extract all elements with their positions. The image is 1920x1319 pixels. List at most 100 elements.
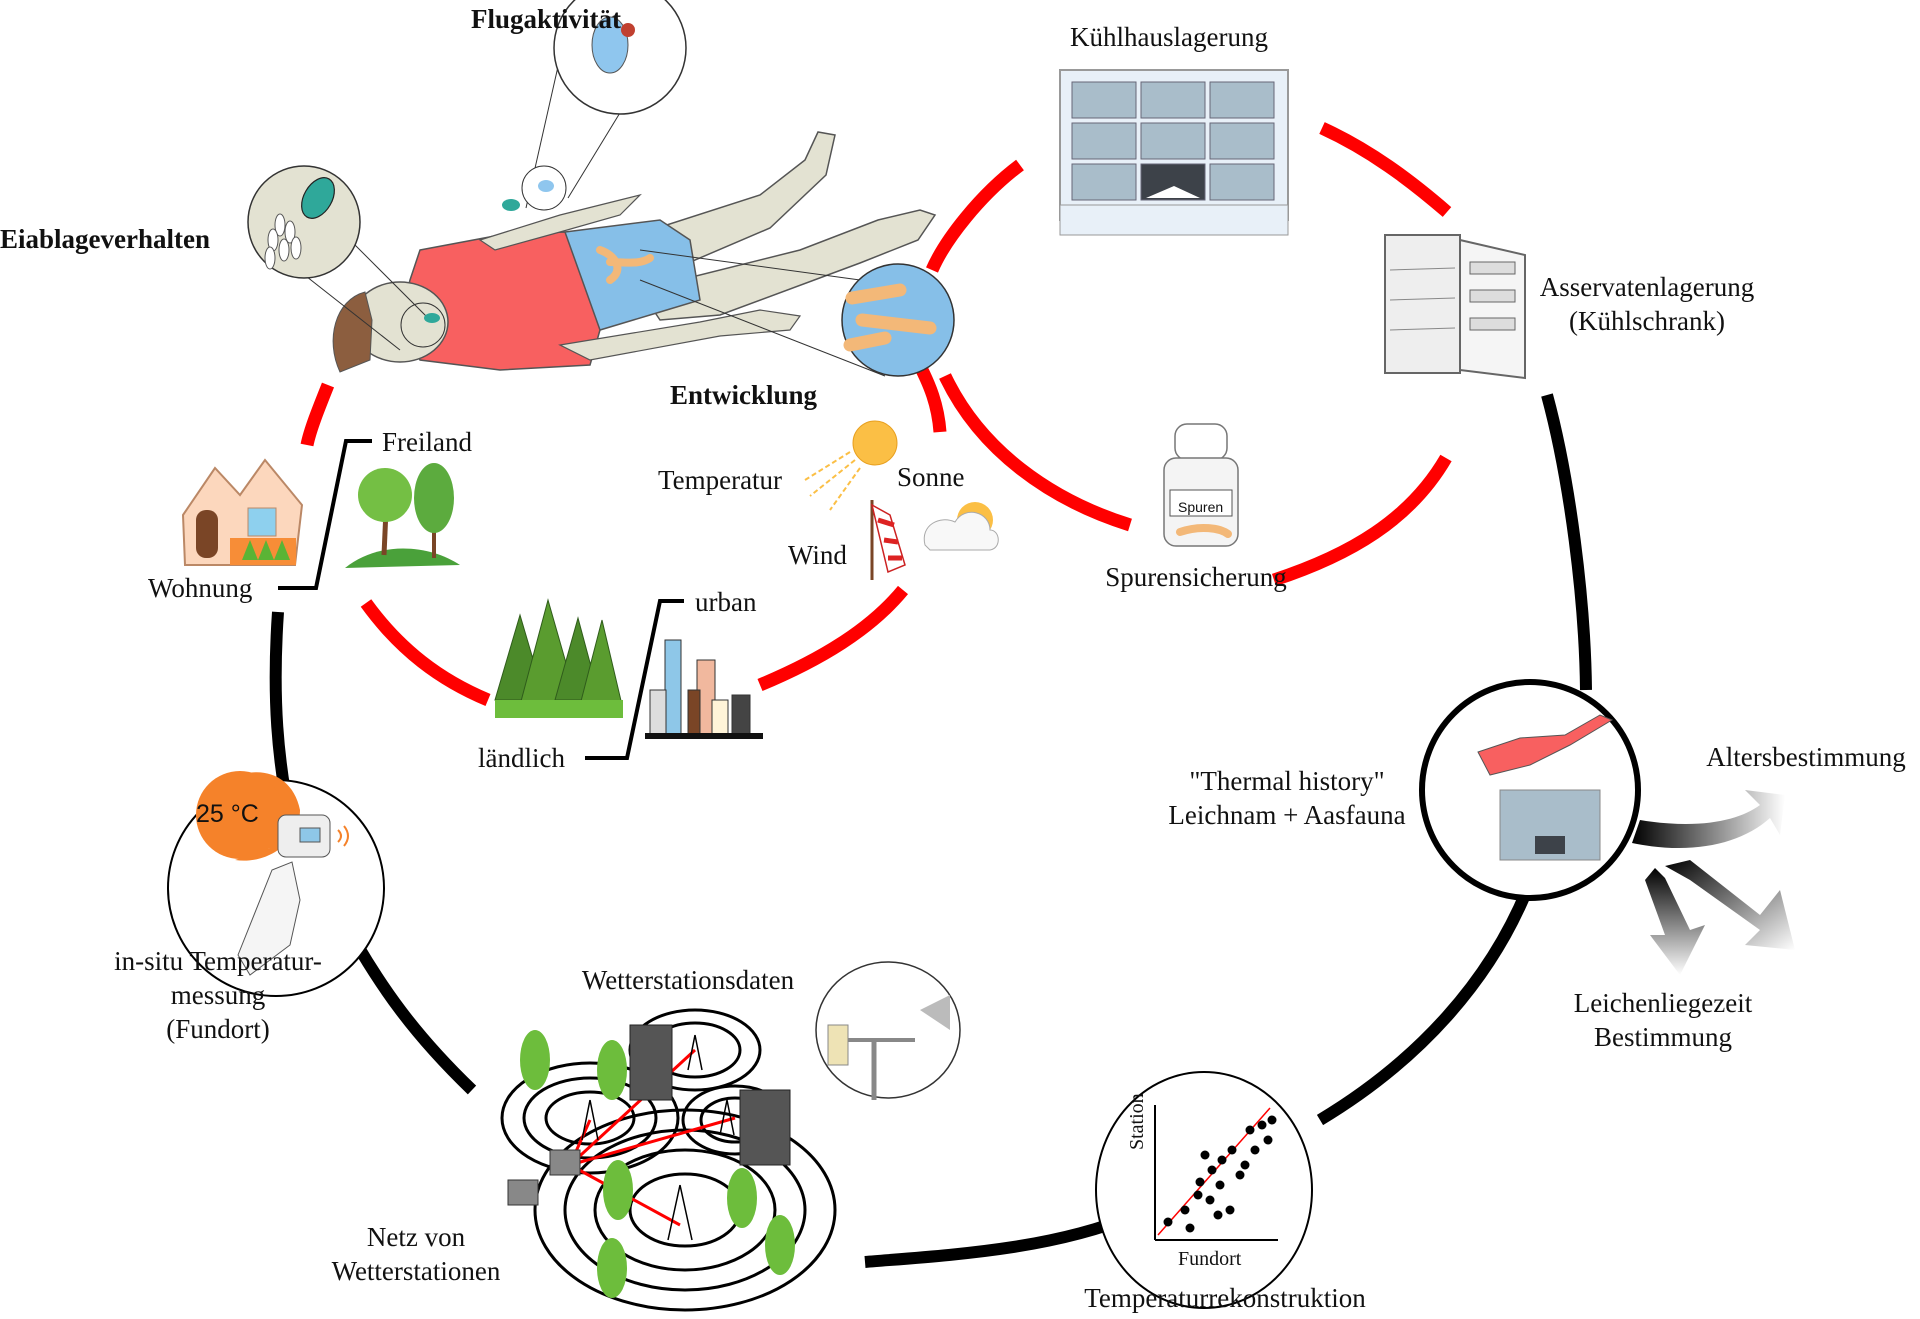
fridge-icon xyxy=(1384,234,1526,380)
weather-network-towers xyxy=(581,1034,735,1241)
scatter-point xyxy=(1235,1170,1245,1180)
red-arc xyxy=(926,159,1024,273)
label-trace-securing: Spurensicherung xyxy=(1105,562,1287,592)
zoom-line xyxy=(639,279,886,377)
label-development: Entwicklung xyxy=(670,380,818,410)
scatter-point xyxy=(1163,1217,1173,1227)
scatter-circle xyxy=(1095,1071,1313,1309)
label-thermal-history-1: "Thermal history" xyxy=(1189,766,1385,796)
thermometer-circle xyxy=(167,771,385,997)
body-illustration xyxy=(332,131,937,373)
scatter-point xyxy=(1193,1190,1203,1200)
label-insitu-2: messung xyxy=(170,980,266,1010)
red-arc xyxy=(939,373,1132,532)
city-icon xyxy=(645,639,763,739)
scatter-point xyxy=(1205,1195,1215,1205)
red-arc xyxy=(1319,122,1452,217)
arrow-pmi-down xyxy=(1645,868,1705,975)
black-arc-bottom xyxy=(864,1209,1138,1268)
label-temperature-reconstruction: Temperaturrekonstruktion xyxy=(1084,1283,1366,1313)
weather-network-buildings xyxy=(507,1024,791,1206)
fly-icon xyxy=(424,313,440,323)
scatter-point xyxy=(1257,1120,1267,1130)
label-sun: Sonne xyxy=(897,462,965,492)
scatter-points xyxy=(1163,1115,1277,1233)
label-outdoor: Freiland xyxy=(382,427,472,457)
cloud-icon xyxy=(923,502,999,551)
maggots-icon xyxy=(843,283,937,352)
label-urban: urban xyxy=(695,587,757,617)
thermal-history-circle xyxy=(1419,679,1641,901)
arrow-age xyxy=(1632,790,1785,849)
scatter-point xyxy=(1185,1223,1195,1233)
red-arc xyxy=(1271,454,1452,587)
scatter-point xyxy=(1215,1180,1225,1190)
arm-upper xyxy=(478,193,642,251)
mini-body xyxy=(1477,714,1614,776)
scatter-y-label: Station xyxy=(1126,1093,1148,1150)
cold-storage-icon xyxy=(1059,69,1289,236)
signal-waves xyxy=(337,825,349,847)
label-pmi-1: Leichenliegezeit xyxy=(1573,988,1753,1018)
leg-lower xyxy=(638,209,937,321)
head-zoom-circle xyxy=(400,302,446,348)
house-icon xyxy=(181,458,304,566)
red-arc xyxy=(912,358,947,433)
sun-icon xyxy=(804,420,898,511)
label-rural: ländlich xyxy=(478,743,565,773)
weather-station-circle xyxy=(815,961,961,1100)
outdoor-trees-icon xyxy=(345,463,460,568)
fly-eye-icon xyxy=(621,23,635,37)
label-cold-storage: Kühlhauslagerung xyxy=(1070,22,1268,52)
fly-icon xyxy=(538,180,554,192)
label-evidence-storage-2: (Kühlschrank) xyxy=(1569,306,1725,336)
speech-bubble-circle xyxy=(196,771,284,859)
development-zoom xyxy=(639,249,955,377)
red-arc xyxy=(300,382,335,447)
red-arc xyxy=(360,599,491,706)
label-thermal-history-2: Leichnam + Aasfauna xyxy=(1168,800,1406,830)
flight-zoom xyxy=(502,0,687,211)
scatter-point xyxy=(1245,1125,1255,1135)
black-arc-right xyxy=(1541,393,1592,691)
scatter-point xyxy=(1200,1150,1210,1160)
scatter-point xyxy=(1263,1135,1273,1145)
label-network-1: Netz von xyxy=(366,1222,466,1252)
weather-network-trees xyxy=(520,1030,795,1298)
label-age-determination: Altersbestimmung xyxy=(1706,742,1906,772)
label-evidence-storage-1: Asservatenlagerung xyxy=(1539,272,1755,302)
fly-icon xyxy=(301,177,335,219)
zoom-line xyxy=(639,249,861,281)
label-network-2: Wetterstationen xyxy=(331,1256,501,1286)
scatter-point xyxy=(1250,1145,1260,1155)
label-pmi-2: Bestimmung xyxy=(1593,1022,1733,1052)
scatter-x-label: Fundort xyxy=(1178,1248,1242,1270)
evidence-jar-icon xyxy=(1163,423,1239,547)
scatter-point xyxy=(1240,1160,1250,1170)
arrow-pmi-right xyxy=(1665,860,1795,950)
red-cycle-right xyxy=(926,122,1452,587)
label-station-data: Wetterstationsdaten xyxy=(581,965,795,995)
label-flight-activity: Flugaktivität xyxy=(471,4,622,34)
label-oviposition: Eiablageverhalten xyxy=(0,224,210,254)
location-connectors xyxy=(278,439,684,760)
eggs-icon xyxy=(264,213,302,270)
windsock-icon xyxy=(870,500,906,580)
scatter-point xyxy=(1225,1205,1235,1215)
outcome-arrows xyxy=(1632,790,1795,975)
scatter-point xyxy=(1267,1115,1277,1125)
scatter-point xyxy=(1207,1165,1217,1175)
scatter-point xyxy=(1213,1210,1223,1220)
jar-label: Spuren xyxy=(1178,499,1224,515)
label-temperature: Temperatur xyxy=(658,465,783,495)
label-indoor: Wohnung xyxy=(148,573,253,603)
scatter-point xyxy=(1195,1177,1205,1187)
maggots xyxy=(596,246,654,284)
label-insitu-3: (Fundort) xyxy=(166,1014,270,1044)
forest-icon xyxy=(494,598,623,718)
oviposition-zoom xyxy=(247,165,446,351)
label-wind: Wind xyxy=(788,540,847,570)
label-insitu-1: in-situ Temperatur- xyxy=(114,946,322,976)
scatter-point xyxy=(1227,1145,1237,1155)
